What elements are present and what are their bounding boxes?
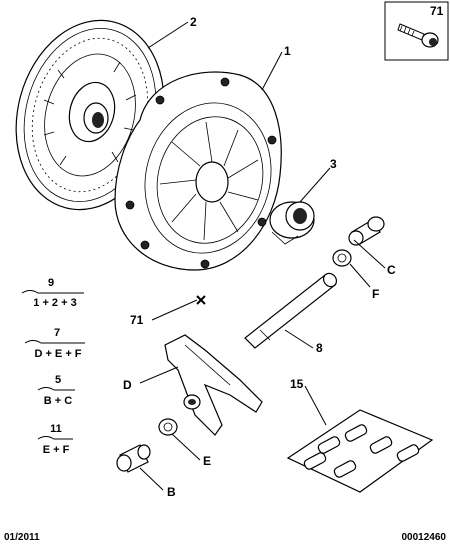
legend-number: 9: [48, 277, 54, 289]
bush-e: [158, 418, 178, 436]
inset-71-label: 71: [430, 4, 444, 18]
legend-formula: D + E + F: [34, 348, 81, 360]
callout-3: 3: [330, 157, 337, 171]
legend-item: 9 1 + 2 + 3: [21, 277, 84, 309]
bush-c: [348, 216, 385, 246]
callout-b: B: [167, 485, 176, 499]
bush-f: [332, 249, 352, 267]
footer-date: 01/2011: [4, 532, 40, 543]
legend: 9 1 + 2 + 3 7 D + E + F 5 B + C 11 E + F: [21, 277, 85, 456]
callout-c: C: [387, 263, 396, 277]
guide-tube: [244, 272, 338, 349]
leader-lines: [139, 21, 386, 491]
bolt-inset: 71: [384, 1, 449, 61]
callout-e: E: [203, 454, 211, 468]
legend-item: 7 D + E + F: [24, 327, 85, 360]
callout-2: 2: [190, 15, 197, 29]
callout-f: F: [372, 287, 379, 301]
legend-formula: 1 + 2 + 3: [33, 297, 76, 309]
legend-item: 5 B + C: [37, 374, 75, 407]
screw-position-marker-icon: [196, 295, 206, 305]
legend-formula: E + F: [43, 444, 70, 456]
bolt-icon: [397, 23, 439, 48]
callout-1: 1: [284, 44, 291, 58]
callout-71: 71: [130, 313, 144, 327]
release-fork: [164, 334, 263, 436]
footer-reference: 00012460: [402, 532, 447, 543]
legend-item: 11 E + F: [37, 423, 73, 456]
bush-kit-box: [286, 409, 434, 493]
callout-15: 15: [290, 377, 304, 391]
bush-b: [116, 444, 151, 473]
release-bearing: [269, 201, 315, 245]
pressure-plate: [114, 71, 282, 271]
callout-d: D: [123, 378, 132, 392]
legend-number: 5: [55, 374, 61, 386]
legend-formula: B + C: [44, 395, 72, 407]
legend-number: 11: [50, 423, 62, 435]
callout-8: 8: [316, 341, 323, 355]
legend-number: 7: [54, 327, 60, 339]
